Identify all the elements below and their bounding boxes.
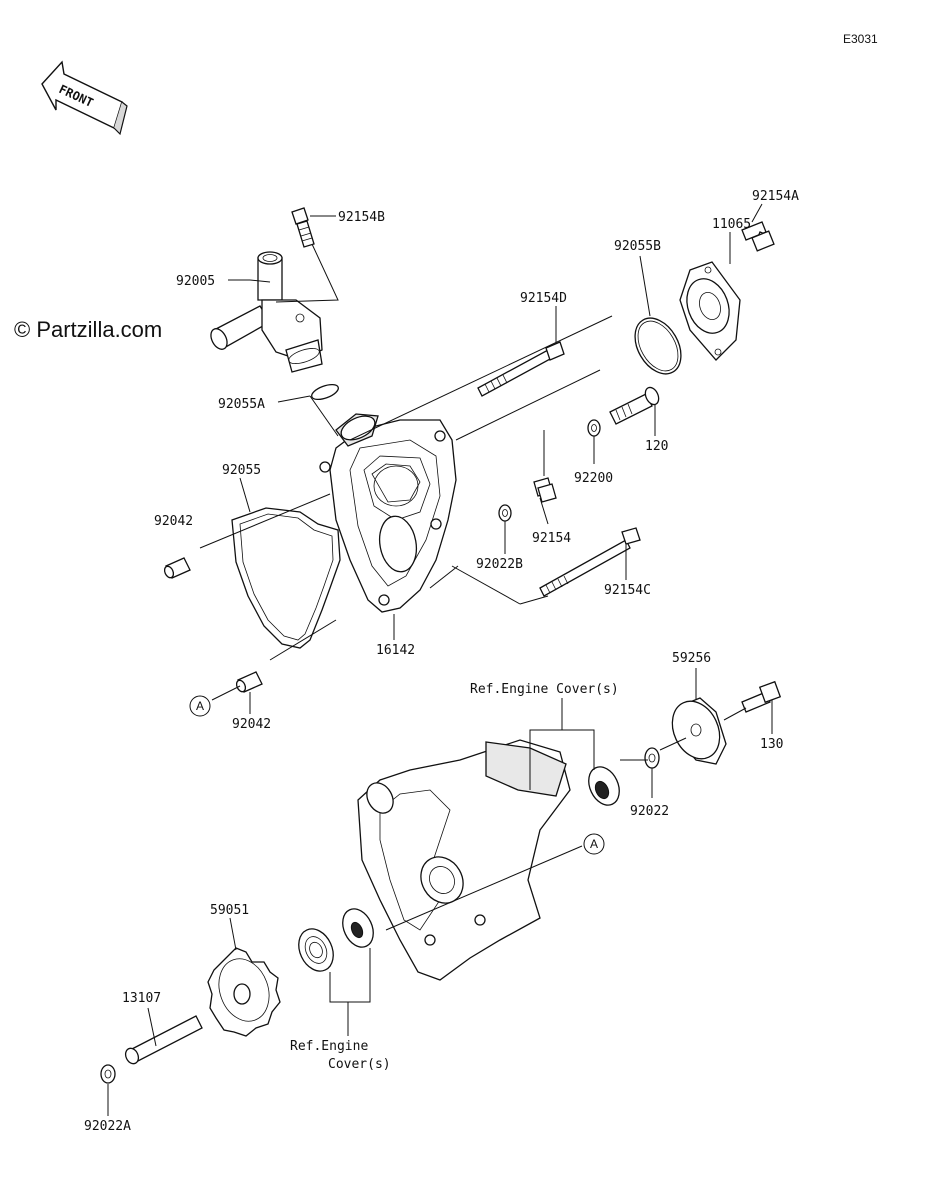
- pump-cover-16142: [319, 413, 457, 613]
- front-arrow-icon: FRONT: [41, 60, 128, 136]
- bolt-130: [741, 680, 782, 713]
- bolt-92154b: [291, 207, 315, 248]
- part-label-16142: 16142: [376, 643, 415, 658]
- ref-marker-a-lower: A: [583, 833, 605, 855]
- bearing: [298, 928, 334, 972]
- shaft-13107: [124, 1015, 203, 1065]
- seal-lower: [342, 908, 374, 948]
- part-label-92055: 92055: [222, 463, 261, 478]
- fitting-92005: [210, 251, 323, 373]
- dowel-92042-upper: [163, 557, 191, 579]
- part-label-92005: 92005: [176, 274, 215, 289]
- bolt-120: [609, 386, 660, 425]
- part-label-92154b: 92154B: [338, 210, 385, 225]
- washer-92200: [587, 419, 601, 437]
- diagram-code: E3031: [843, 32, 878, 46]
- ref-caption-lower-line2: Cover(s): [328, 1057, 391, 1072]
- part-label-92154a: 92154A: [752, 189, 799, 204]
- ref-marker-a-upper-label: A: [196, 699, 204, 713]
- part-label-13107: 13107: [122, 991, 161, 1006]
- bolt-92154: [533, 477, 557, 503]
- part-label-92154c: 92154C: [604, 583, 651, 598]
- bolt-92154c: [539, 527, 641, 597]
- washer-92022: [644, 747, 660, 769]
- gasket-92055: [231, 507, 341, 649]
- part-label-59051: 59051: [210, 903, 249, 918]
- part-label-92042: 92042: [154, 514, 193, 529]
- dowel-92042-lower: [235, 671, 263, 693]
- oring-92055a: [311, 383, 339, 401]
- ref-marker-a-lower-label: A: [590, 837, 598, 851]
- part-labels: 92154B 92154A 11065 92005 92055B 92154D …: [84, 189, 799, 1134]
- part-label-92154: 92154: [532, 531, 571, 546]
- gear-59051: [207, 947, 281, 1037]
- cover-59256: [671, 697, 727, 765]
- part-label-92022b: 92022B: [476, 557, 523, 572]
- oring-92055b: [634, 317, 682, 375]
- washer-92022a: [100, 1064, 116, 1084]
- part-label-59256: 59256: [672, 651, 711, 666]
- bolt-92154a: [741, 221, 775, 252]
- part-label-92055a: 92055A: [218, 397, 265, 412]
- ref-caption-lower-line1: Ref.Engine: [290, 1039, 368, 1054]
- part-label-92022a: 92022A: [84, 1119, 131, 1134]
- ref-marker-a-upper: A: [189, 695, 211, 717]
- part-label-92154d: 92154D: [520, 291, 567, 306]
- part-label-92042-lower: 92042: [232, 717, 271, 732]
- leader-lines: [107, 203, 773, 1116]
- watermark: © Partzilla.com: [14, 317, 162, 342]
- part-label-92200: 92200: [574, 471, 613, 486]
- bolt-92154d: [477, 341, 565, 397]
- part-label-92055b: 92055B: [614, 239, 661, 254]
- engine-cover-housing: [357, 739, 571, 981]
- part-label-11065: 11065: [712, 217, 751, 232]
- part-label-120: 120: [645, 439, 668, 454]
- part-label-130: 130: [760, 737, 783, 752]
- ref-caption-upper: Ref.Engine Cover(s): [470, 682, 619, 697]
- seal-upper: [588, 766, 620, 806]
- washer-92022b: [498, 504, 512, 522]
- cap-11065: [679, 261, 741, 361]
- part-label-92022: 92022: [630, 804, 669, 819]
